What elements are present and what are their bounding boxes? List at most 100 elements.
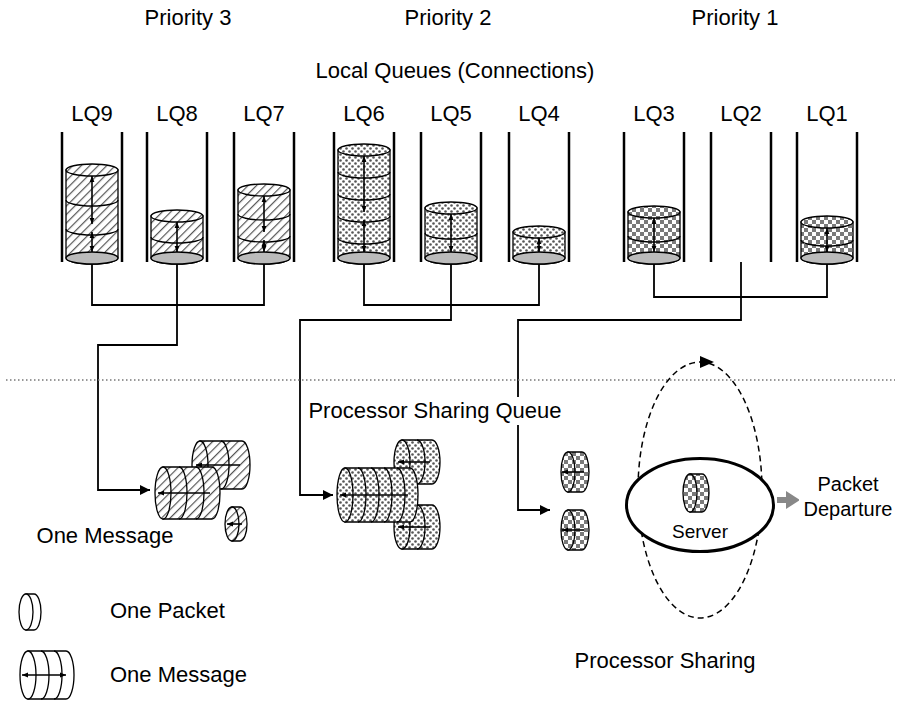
queued-messages [66, 144, 853, 264]
section-heading: Local Queues (Connections) [314, 57, 597, 85]
legend-label: One Message [110, 661, 247, 689]
server-ellipse: Server [625, 457, 775, 553]
legend-entry: One Message [110, 661, 247, 689]
queue-tube-wall [333, 132, 336, 262]
section-heading: Processor Sharing [573, 647, 758, 675]
shared-queue-messages [398, 526, 430, 528]
queue-tube-wall [420, 132, 423, 262]
shared-queue-messages [340, 494, 408, 496]
priority-heading: Priority 2 [403, 4, 494, 32]
queued-messages [450, 214, 452, 252]
queue-tube-wall [623, 132, 626, 262]
queued-messages [66, 170, 118, 264]
shared-queue-messages [398, 461, 430, 463]
queue-tube-wall [121, 132, 124, 262]
priority-heading: Priority 3 [143, 4, 234, 32]
queue-tube-wall [233, 132, 236, 262]
queue-name: LQ9 [50, 100, 134, 128]
legend-icon [19, 594, 74, 699]
queue-tube-wall [480, 132, 483, 262]
queued-messages [263, 240, 265, 252]
queued-messages [628, 206, 680, 218]
queued-messages [151, 210, 203, 222]
local-queue: LQ2 [699, 100, 783, 266]
queued-messages [826, 228, 828, 252]
shared-queue-messages [196, 464, 240, 466]
queue-tube-wall [796, 132, 799, 262]
departure-arrow [786, 491, 800, 509]
shared-queue-messages [562, 471, 584, 473]
queued-messages [66, 252, 118, 264]
queue-tube-wall [568, 132, 571, 262]
queued-messages [801, 216, 853, 228]
processor-sharing-cycle [626, 458, 774, 552]
queued-messages [628, 252, 680, 264]
queue-tube-wall [508, 132, 511, 262]
queue-tube-wall [61, 132, 64, 262]
queue-tube-wall [710, 132, 713, 262]
queue-name: LQ3 [612, 100, 696, 128]
queued-messages [66, 164, 118, 176]
queued-messages [338, 144, 390, 156]
departure-arrow [777, 491, 800, 509]
shared-queue-messages [158, 492, 210, 494]
queued-messages [238, 190, 290, 264]
queued-messages [151, 252, 203, 264]
local-queue: LQ4 [497, 100, 581, 266]
queue-tube-wall [146, 132, 149, 262]
queued-messages [338, 150, 390, 264]
merge-wire [98, 264, 177, 490]
local-queue: LQ5 [409, 100, 493, 266]
priority-heading: Priority 1 [690, 4, 781, 32]
queued-messages [653, 218, 655, 252]
queued-messages [425, 208, 477, 264]
shared-queue-messages [562, 529, 584, 531]
processor-sharing-cycle [700, 356, 714, 368]
queued-messages [363, 156, 365, 212]
queued-messages [425, 252, 477, 264]
local-queue: LQ9 [50, 100, 134, 266]
queued-messages [338, 252, 390, 264]
queue-tube-wall [293, 132, 296, 262]
legend-icon [22, 674, 66, 676]
queue-tube-wall [770, 132, 773, 262]
queue-tube-wall [683, 132, 686, 262]
queued-messages [151, 216, 203, 264]
shared-queue-messages [683, 474, 697, 512]
queue-name: LQ4 [497, 100, 581, 128]
shared-queue-messages [155, 440, 709, 550]
queue-name: LQ5 [409, 100, 493, 128]
processor-sharing-cycle [626, 356, 774, 618]
local-queue: LQ8 [135, 100, 219, 266]
shared-queue-messages [227, 523, 242, 525]
queued-messages [176, 222, 178, 252]
queued-messages [801, 252, 853, 264]
queued-messages [363, 220, 365, 252]
legend-icon [19, 594, 33, 630]
queue-name: LQ8 [135, 100, 219, 128]
local-queue: LQ6 [322, 100, 406, 266]
queued-messages [513, 226, 565, 238]
queue-tube-wall [856, 132, 859, 262]
queued-messages [91, 232, 93, 252]
departure-label: Packet Departure [799, 472, 897, 522]
merge-wire [92, 264, 264, 305]
local-queue: LQ3 [612, 100, 696, 266]
dotted-separator [6, 379, 895, 381]
legend-entry: One Packet [110, 597, 225, 625]
local-queue: LQ1 [785, 100, 869, 266]
section-heading: Processor Sharing Queue [306, 397, 563, 425]
callout-label: One Message [35, 522, 176, 550]
queued-messages [238, 184, 290, 196]
legend-label: One Packet [110, 597, 225, 625]
queue-tube-wall [206, 132, 209, 262]
queued-messages [801, 222, 853, 264]
server-outline [627, 459, 774, 552]
queued-messages [538, 238, 540, 252]
queued-messages [91, 176, 93, 224]
node-label: Server [672, 520, 728, 544]
queue-name: LQ1 [785, 100, 869, 128]
local-queue: LQ7 [222, 100, 306, 266]
queued-messages [238, 252, 290, 264]
